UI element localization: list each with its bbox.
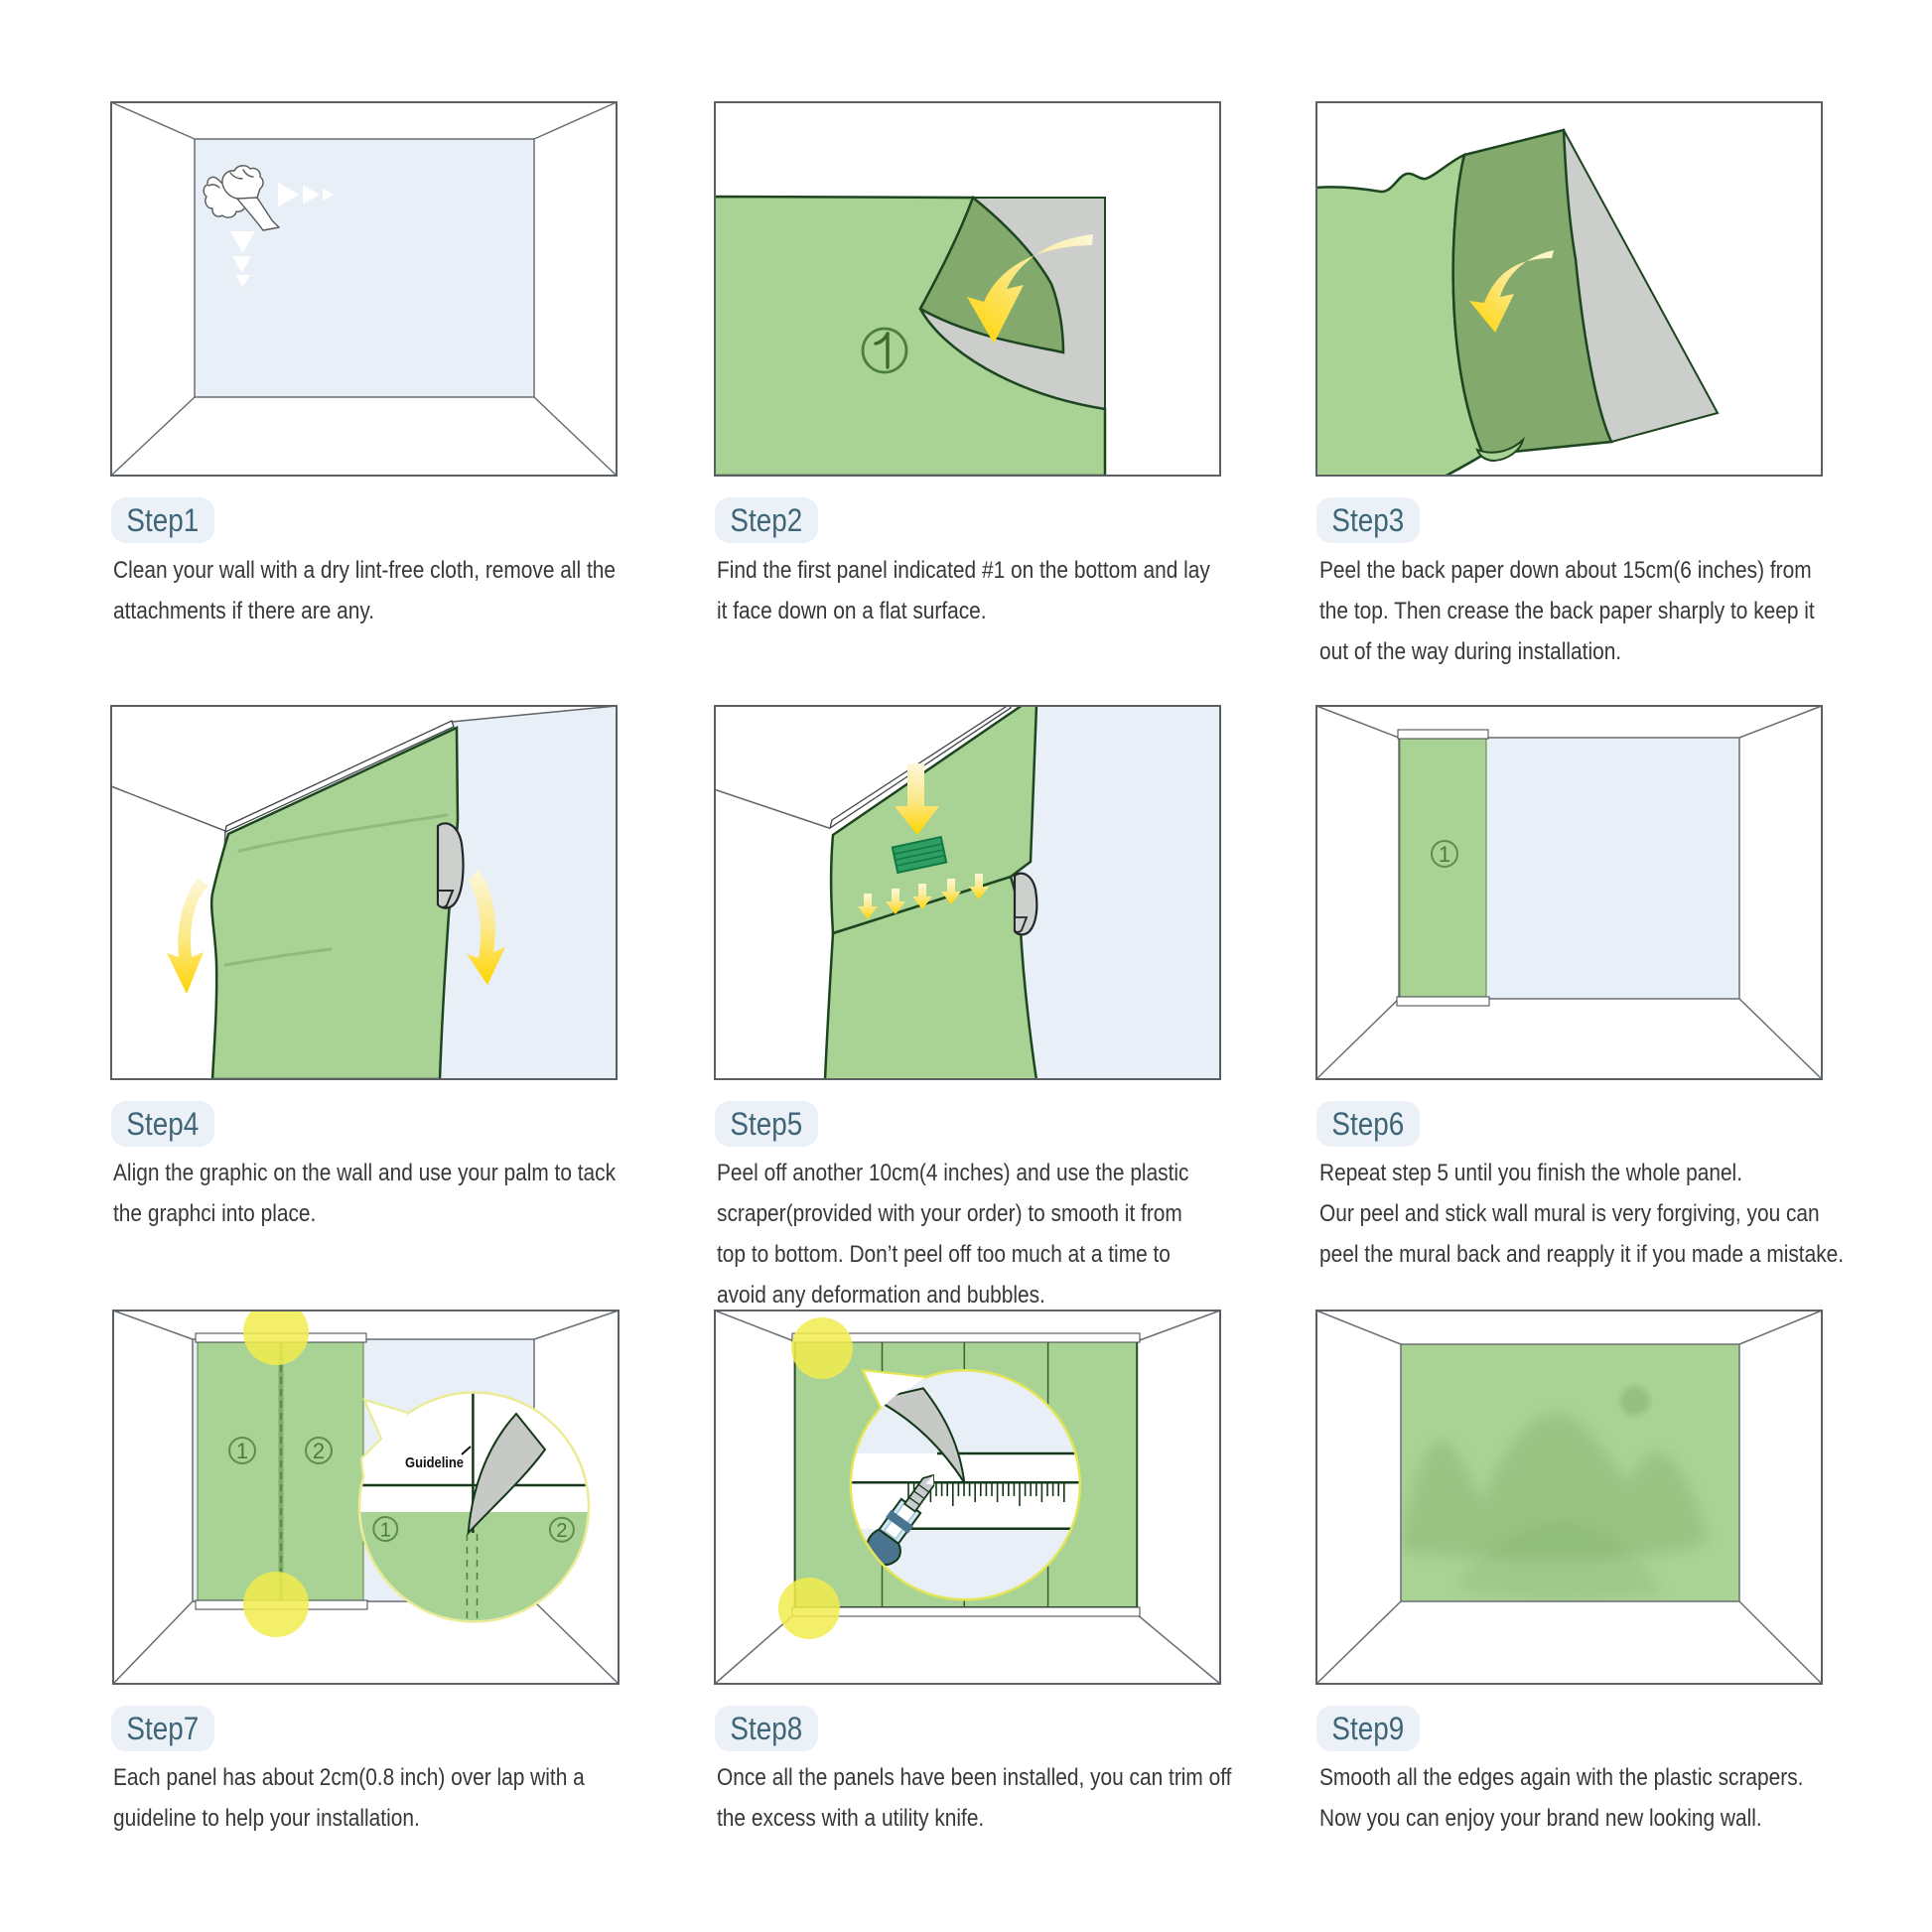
svg-text:Guideline: Guideline — [405, 1454, 464, 1471]
svg-text:1: 1 — [236, 1439, 248, 1463]
svg-text:1: 1 — [1439, 842, 1450, 867]
svg-text:1: 1 — [380, 1520, 391, 1542]
svg-text:2: 2 — [313, 1439, 325, 1463]
svg-text:2: 2 — [556, 1520, 567, 1542]
